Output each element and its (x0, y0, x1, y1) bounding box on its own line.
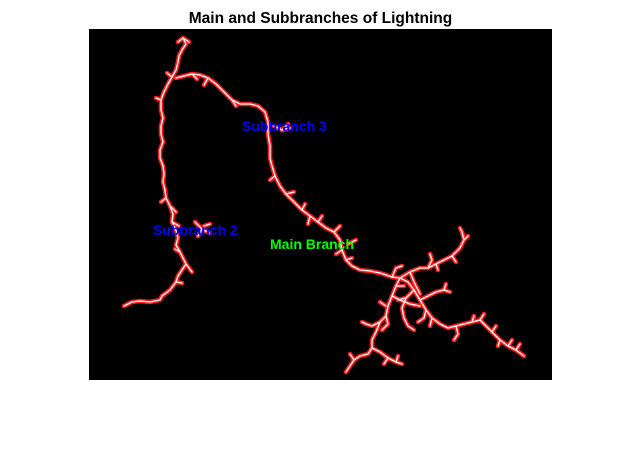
chart-title: Main and Subbranches of Lightning (189, 10, 453, 27)
image-axes (89, 29, 552, 380)
lightning-branch-core (427, 253, 433, 269)
lightning-branch-core (191, 73, 198, 80)
lightning-branch-core (399, 277, 525, 357)
lightning-branch-core (285, 191, 295, 195)
lightning-branch-core (169, 205, 177, 213)
lightning-branch-core (335, 249, 343, 255)
lightning-branch-core (497, 339, 501, 347)
label-subbranch-2: Subbranch 2 (153, 222, 238, 238)
lightning-branch-core (443, 283, 447, 291)
lightning-branch-core (155, 97, 162, 101)
lightning-branch-core (231, 99, 237, 107)
lightning-branch-core (174, 248, 181, 253)
lightning-branch-core (269, 175, 276, 181)
lightning-branch-core (177, 37, 184, 43)
lightning-branch-core (409, 271, 421, 295)
lightning-branch-core (463, 235, 469, 241)
label-subbranch-3: Subbranch 3 (242, 118, 327, 134)
lightning-branch-core (515, 343, 521, 351)
lightning-branch-core (175, 281, 183, 284)
lightning-branch-core (471, 315, 475, 323)
lightning-branch-core (435, 263, 439, 271)
lightning-branch-core (185, 263, 193, 273)
lightning-branch-core (391, 295, 421, 307)
lightning-branch-core (419, 289, 451, 301)
lightning-branch-core (381, 315, 389, 331)
lightning-branch-core (459, 227, 463, 233)
lightning-branch-core (281, 123, 289, 131)
lightning-branch-core (160, 197, 167, 203)
lightning-branch-core (301, 203, 306, 211)
lightning-branch-core (317, 215, 323, 223)
lightning-branch-core (182, 37, 190, 43)
lightning-branch-core (391, 265, 403, 278)
lightning-branch-core (401, 289, 415, 331)
lightning-branch-core (361, 321, 367, 325)
lightning-branch-core (203, 77, 209, 86)
lightning-branch-core (399, 231, 465, 279)
lightning-branch-core (345, 257, 353, 261)
lightning-branch-core (395, 355, 399, 363)
lightning-branch-core (429, 317, 433, 327)
lightning-branch-core (383, 357, 389, 365)
lightning-branch-core (453, 325, 459, 341)
label-main-branch: Main Branch (270, 236, 354, 252)
lightning-branch-core (171, 221, 180, 227)
lightning-branch-core (345, 321, 381, 373)
lightning-branch-core (123, 37, 187, 307)
lightning-branch-core (507, 339, 513, 347)
lightning-branch-core (479, 313, 485, 321)
lightning-branch-core (451, 255, 457, 263)
lightning-branch-core (347, 239, 357, 245)
lightning-branch-core (349, 353, 355, 361)
lightning-core (123, 37, 525, 373)
lightning-branch-core (307, 215, 311, 225)
lightning-branch-core (491, 325, 497, 333)
lightning-paths (121, 35, 527, 375)
lightning-branch-core (197, 228, 203, 237)
lightning-branch-core (166, 72, 173, 78)
lightning-branch-core (333, 225, 341, 233)
lightning-branch-core (365, 277, 401, 327)
lightning-branch-core (417, 309, 427, 323)
lightning-branch-core (379, 301, 387, 307)
lightning-branch-core (203, 223, 211, 227)
